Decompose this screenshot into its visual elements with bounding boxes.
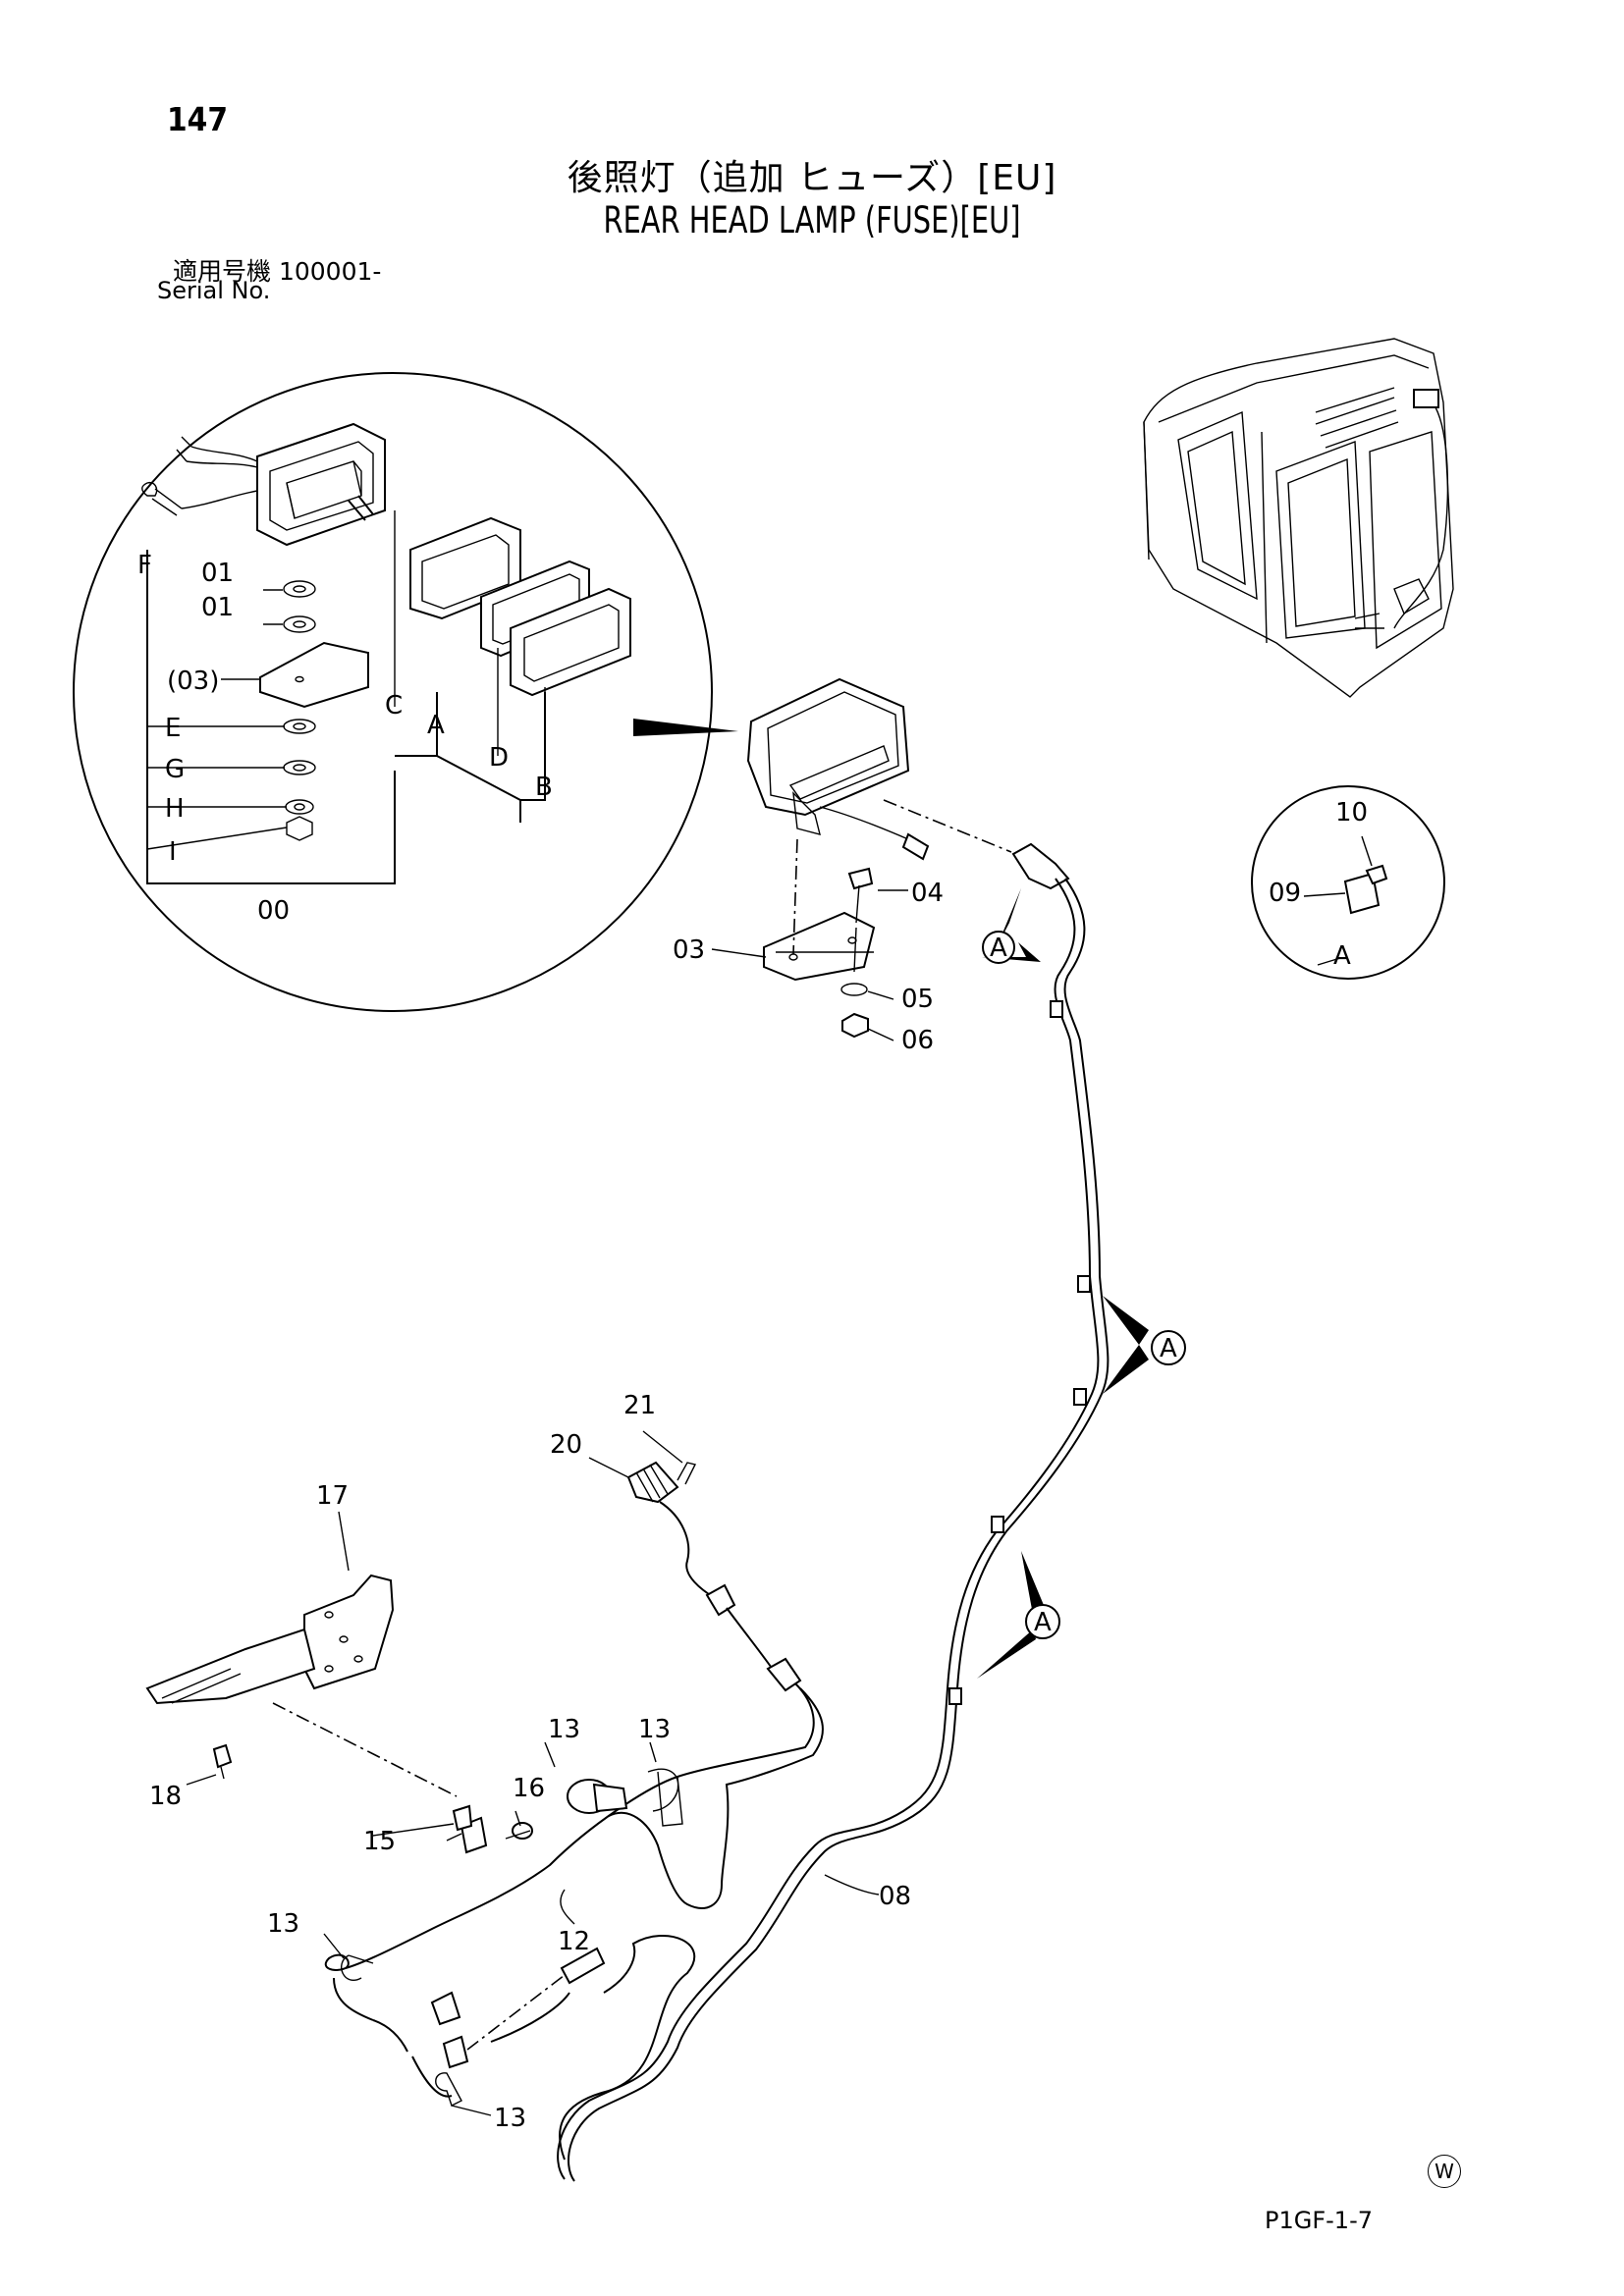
callout-09: 09 <box>1269 879 1301 908</box>
callout-13-c: 13 <box>267 1909 299 1939</box>
callout-04: 04 <box>911 879 944 908</box>
cab-illustration <box>1143 338 1454 698</box>
callout-06: 06 <box>901 1026 934 1055</box>
callout-12: 12 <box>558 1927 590 1956</box>
callout-F: F <box>137 551 152 580</box>
callout-E: E <box>165 714 181 743</box>
rear-lamp-assembly: 03 04 05 06 <box>673 677 1070 1055</box>
callout-C: C <box>385 691 403 721</box>
detail-view-A: 10 09 A <box>1251 785 1445 980</box>
callout-03-paren: (03) <box>167 667 219 696</box>
callout-20: 20 <box>550 1430 582 1460</box>
serial-label-english: Serial No. <box>157 277 271 304</box>
callout-13-a: 13 <box>548 1715 580 1744</box>
callout-16: 16 <box>513 1774 545 1803</box>
callout-05: 05 <box>901 985 934 1014</box>
callout-D: D <box>489 743 509 773</box>
serial-label-japanese: 適用号機 100001- <box>173 257 382 286</box>
title-english: REAR HEAD LAMP (FUSE)[EU] <box>603 199 1021 241</box>
callout-01a: 01 <box>201 559 234 588</box>
lamp-exploded-detail: F 01 01 (03) E G H I C A D B 00 <box>73 372 713 1012</box>
callout-08: 08 <box>879 1882 911 1911</box>
callout-10: 10 <box>1335 798 1368 828</box>
ref-A-3: A <box>1034 1608 1052 1637</box>
title-japanese: 後照灯（追加 ヒューズ）[EU] <box>567 158 1057 198</box>
fuse-harness-12: 20 21 17 18 15 16 13 13 13 13 12 <box>145 1391 824 2161</box>
callout-B: B <box>535 773 553 802</box>
callout-A-lens: A <box>427 711 445 740</box>
callout-17: 17 <box>316 1481 349 1511</box>
copyright-mark: W <box>1428 2155 1461 2188</box>
view-reference-markers: A A A <box>977 888 1186 1679</box>
callout-15: 15 <box>363 1827 396 1856</box>
ref-A-1: A <box>990 934 1007 963</box>
harness-08: 08 <box>557 878 1110 2182</box>
diagram-code: P1GF-1-7 <box>1265 2207 1374 2234</box>
callout-03: 03 <box>673 935 705 965</box>
callout-21: 21 <box>623 1391 656 1420</box>
callout-G: G <box>165 755 185 784</box>
page-number: 147 <box>167 100 228 138</box>
callout-H: H <box>165 794 185 824</box>
callout-A-detail: A <box>1333 941 1351 971</box>
detail-pointer <box>633 719 738 736</box>
callout-13-d: 13 <box>494 2104 526 2133</box>
callout-18: 18 <box>149 1782 182 1811</box>
callout-13-b: 13 <box>638 1715 671 1744</box>
callout-01b: 01 <box>201 593 234 622</box>
callout-00: 00 <box>257 896 290 926</box>
callout-I: I <box>169 837 177 867</box>
ref-A-2: A <box>1160 1334 1177 1363</box>
